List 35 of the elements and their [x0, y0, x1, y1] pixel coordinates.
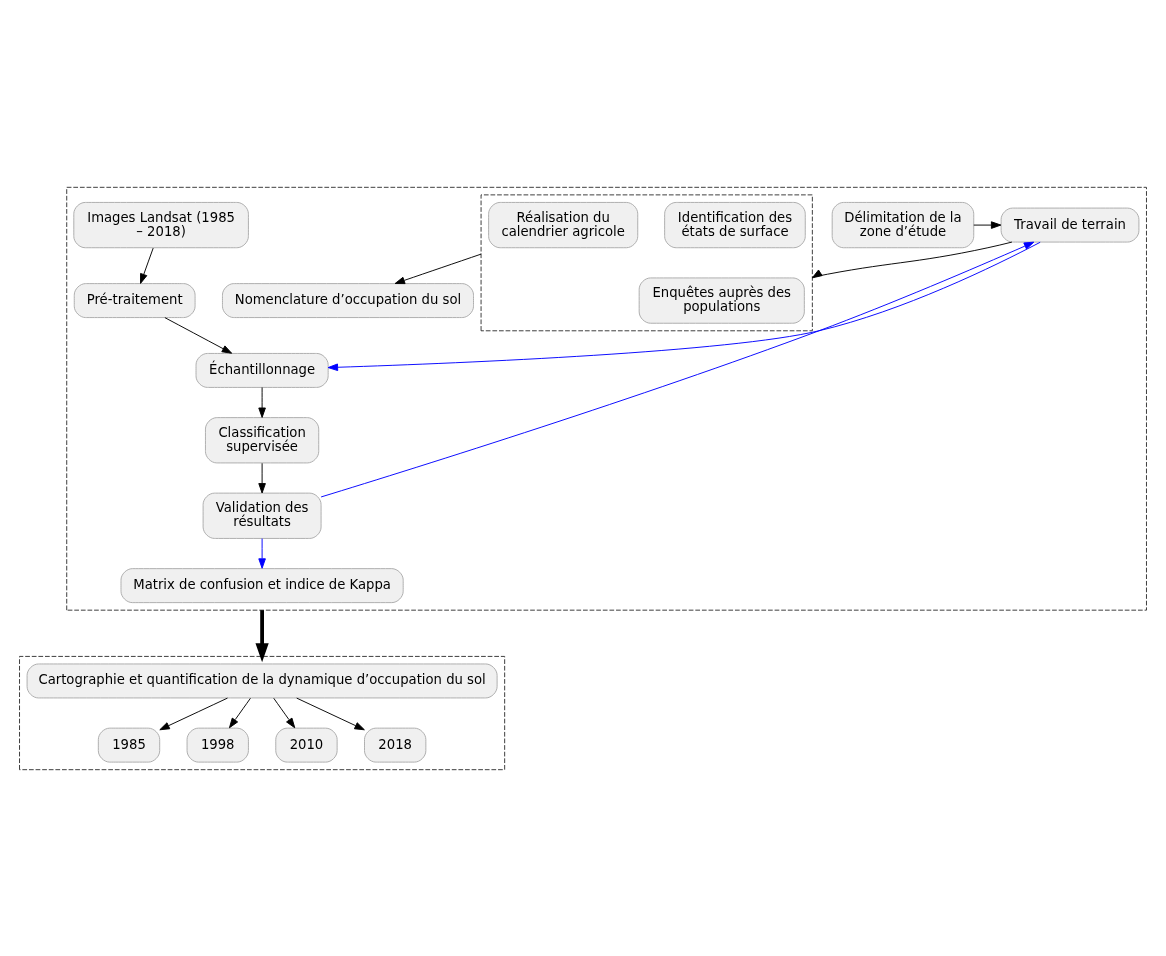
arrow	[394, 253, 482, 284]
arrow	[140, 247, 154, 284]
node-box: Réalisation du calendrier agricole	[488, 201, 639, 248]
node-box: 1985	[97, 727, 161, 763]
cluster	[19, 655, 506, 770]
arrow	[811, 241, 1013, 278]
arrow	[229, 697, 251, 728]
arrow	[296, 697, 365, 730]
cluster	[480, 193, 813, 331]
arrow	[327, 241, 1041, 371]
node-box: 1998	[186, 727, 249, 763]
arrow	[258, 386, 266, 418]
node-box: Délimitation de la zone d’étude	[831, 201, 975, 248]
arrow	[320, 241, 1035, 497]
arrow	[255, 609, 269, 662]
node-box: Enquêtes auprès des populations	[638, 276, 805, 324]
node-box: Échantillonnage	[195, 352, 329, 388]
node-box: Identification des états de surface	[664, 201, 806, 248]
node-box: Travail de terrain	[1000, 207, 1140, 243]
arrow	[159, 697, 228, 730]
arrow	[164, 316, 233, 354]
arrow	[273, 697, 296, 728]
node-box: Pré-traitement	[73, 282, 196, 318]
cluster	[66, 186, 1147, 611]
node-box: Classification supervisée	[205, 416, 320, 463]
arrow	[258, 462, 266, 493]
node-box: 2010	[275, 727, 338, 763]
arrow	[973, 220, 1002, 229]
node-box: 2018	[364, 727, 427, 763]
node-box: Images Landsat (1985 – 2018)	[73, 201, 249, 248]
node-box: Nomenclature d’occupation du sol	[222, 282, 474, 318]
node-box: Matrix de confusion et indice de Kappa	[120, 567, 404, 603]
node-box: Validation des résultats	[202, 492, 322, 539]
node-box: Cartographie et quantification de la dynamique d’occupation du sol	[26, 663, 498, 698]
arrow	[258, 537, 266, 569]
